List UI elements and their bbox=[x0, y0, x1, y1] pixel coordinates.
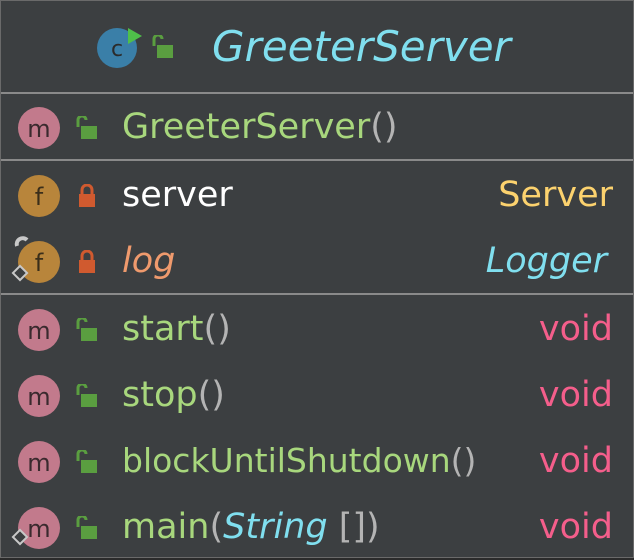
private-lock-icon bbox=[79, 184, 95, 207]
method-signature: stop() bbox=[122, 362, 225, 428]
method-return-type: void bbox=[538, 309, 613, 349]
class-title: GreeterServer bbox=[212, 22, 511, 71]
field-row-log[interactable]: f log Logger bbox=[1, 228, 633, 294]
method-signature: start() bbox=[122, 296, 231, 362]
field-icon: f bbox=[18, 175, 60, 217]
paren-close: ) bbox=[217, 309, 231, 349]
method-icon: m bbox=[18, 375, 60, 417]
constructor-row[interactable]: m GreeterServer() bbox=[1, 94, 633, 160]
public-lock-icon bbox=[76, 384, 97, 407]
svg-text:f: f bbox=[35, 183, 44, 211]
method-row-start[interactable]: m start() void bbox=[1, 296, 633, 362]
method-name: start bbox=[122, 309, 204, 349]
field-type: Server bbox=[498, 175, 613, 215]
public-lock-icon bbox=[76, 516, 97, 539]
method-signature: blockUntilShutdown() bbox=[122, 428, 476, 494]
constructor-signature: GreeterServer() bbox=[122, 94, 398, 160]
paren-open: ( bbox=[450, 441, 464, 480]
private-lock-icon bbox=[79, 250, 95, 273]
divider bbox=[1, 159, 633, 161]
static-method-icon: m bbox=[11, 507, 60, 549]
divider bbox=[1, 293, 633, 295]
svg-text:m: m bbox=[27, 383, 50, 411]
method-name: stop bbox=[122, 375, 198, 415]
public-lock-icon bbox=[152, 35, 173, 58]
method-name: main bbox=[122, 507, 210, 547]
paren-open: ( bbox=[203, 309, 218, 349]
svg-text:m: m bbox=[27, 115, 50, 143]
method-return-type: void bbox=[538, 441, 613, 481]
paren-close: ) bbox=[366, 507, 380, 547]
method-param-type: String bbox=[223, 507, 328, 547]
method-name: blockUntilShutdown bbox=[122, 441, 451, 480]
paren-close: ) bbox=[383, 107, 398, 147]
class-header: c GreeterServer bbox=[1, 1, 633, 93]
svg-text:c: c bbox=[111, 37, 123, 62]
paren-close: ) bbox=[211, 375, 225, 415]
method-row-main[interactable]: m main(String []) void bbox=[1, 494, 633, 560]
param-array-suffix: [] bbox=[327, 507, 366, 547]
paren-open: ( bbox=[197, 375, 212, 415]
field-name: server bbox=[122, 175, 233, 215]
method-icon: m bbox=[18, 309, 60, 351]
svg-text:m: m bbox=[27, 449, 50, 477]
method-icon: m bbox=[18, 441, 60, 483]
paren-open: ( bbox=[370, 107, 384, 147]
field-row-server[interactable]: f server Server bbox=[1, 162, 633, 228]
paren-open: ( bbox=[209, 507, 224, 547]
class-icon: c bbox=[97, 28, 142, 68]
static-field-icon: f bbox=[11, 236, 60, 283]
constructor-name: GreeterServer bbox=[122, 107, 371, 147]
public-lock-icon bbox=[76, 450, 97, 473]
field-name: log bbox=[122, 241, 176, 281]
method-icon: m bbox=[18, 107, 60, 149]
method-row-blockUntilShutdown[interactable]: m blockUntilShutdown() void bbox=[1, 428, 633, 494]
public-lock-icon bbox=[76, 116, 97, 139]
svg-text:f: f bbox=[35, 249, 44, 277]
method-return-type: void bbox=[538, 507, 613, 547]
public-lock-icon bbox=[76, 318, 97, 341]
svg-text:m: m bbox=[27, 317, 50, 345]
divider bbox=[1, 92, 633, 94]
field-type: Logger bbox=[485, 241, 607, 281]
method-return-type: void bbox=[538, 375, 613, 415]
method-signature: main(String []) bbox=[122, 494, 380, 560]
paren-close: ) bbox=[463, 441, 477, 480]
method-row-stop[interactable]: m stop() void bbox=[1, 362, 633, 428]
svg-text:m: m bbox=[27, 515, 50, 543]
